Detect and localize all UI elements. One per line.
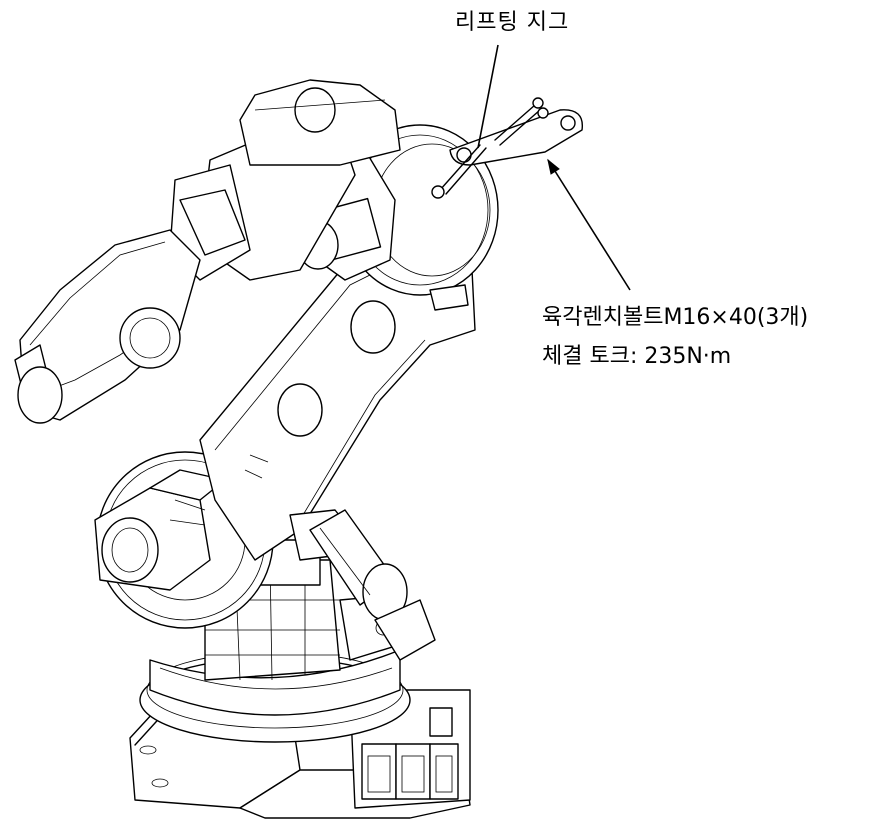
lifting-jig [431,97,584,199]
tightening-torque-label: 체결 토크: 235N·m [542,344,732,369]
forearm-wrist [14,79,401,424]
bolt-spec-label: 육각렌치볼트M16×40(3개) [542,305,809,330]
lifting-jig-leader-line [477,44,499,149]
bolt-leader-line [547,159,631,291]
lifting-jig-label: 리프팅 지그 [455,10,570,35]
bolt-leader-arrowhead [547,158,560,175]
j3-motor [309,509,436,661]
